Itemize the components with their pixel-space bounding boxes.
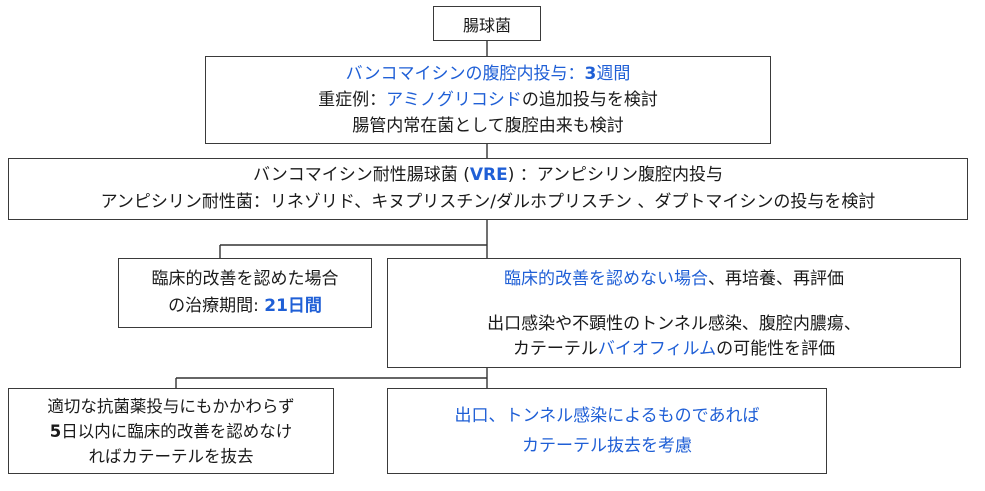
treatment-period-value: 21日間 [264, 296, 322, 316]
severe-case-action: の追加投与を検討 [521, 90, 658, 110]
vanco-duration: 3 [584, 64, 597, 84]
vanco-duration-unit: 週間 [596, 64, 631, 84]
catheter-removal-box: 適切な抗菌薬投与にもかかわらず 5日以内に臨床的改善を認めなけ ればカテーテルを… [8, 388, 334, 474]
noimprove-line-3: カテーテルバイオフィルムの可能性を評価 [513, 337, 835, 362]
five-days-number: 5 [49, 421, 62, 441]
vre-line-1-pre: バンコマイシン耐性腸球菌 ( [252, 165, 470, 185]
vanco-line-1: バンコマイシンの腹腔内投与：3週間 [346, 61, 631, 87]
vanco-line-2: 重症例：アミノグリコシドの追加投与を検討 [318, 87, 658, 113]
no-improvement-box: 臨床的改善を認めない場合、再培養、再評価 出口感染や不顕性のトンネル感染、腹腔内… [387, 258, 961, 368]
reculture-text: 、再培養、再評価 [708, 269, 844, 289]
noimprove-line-1: 臨床的改善を認めない場合、再培養、再評価 [504, 267, 844, 292]
vre-line-2: アンピシリン耐性菌：リネゾリド、キヌプリスチン/ダルホプリスチン 、ダプトマイシ… [100, 192, 876, 212]
remove-line-3: ればカテーテルを抜去 [88, 446, 254, 466]
vanco-drug-text: バンコマイシンの腹腔内投与： [345, 64, 585, 84]
enterococcus-box: 腸球菌 [433, 6, 541, 41]
improve-line-2: の治療期間: 21日間 [168, 293, 322, 320]
improve-line-1: 臨床的改善を認めた場合 [151, 269, 339, 289]
catheter-text: カテーテル [512, 339, 598, 359]
exit-line-2: カテーテル抜去を考慮 [522, 436, 692, 456]
evaluate-text: の可能性を評価 [716, 339, 836, 359]
enterococcus-title: 腸球菌 [462, 15, 511, 35]
vanco-line-3: 腸管内常在菌として腹腔由来も検討 [352, 116, 624, 136]
aminoglycoside-text: アミノグリコシド [386, 90, 522, 110]
vre-line-1: バンコマイシン耐性腸球菌 (VRE) ：アンピシリン腹腔内投与 [253, 162, 723, 189]
treatment-period-label: の治療期間: [168, 296, 265, 316]
remove-line-2: 5日以内に臨床的改善を認めなけ [50, 419, 292, 444]
remove-line-1: 適切な抗菌薬投与にもかかわらず [47, 396, 295, 416]
vre-line-1-post: ) ：アンピシリン腹腔内投与 [507, 165, 724, 185]
clinical-improvement-box: 臨床的改善を認めた場合 の治療期間: 21日間 [118, 258, 372, 328]
vre-abbr: VRE [469, 165, 508, 185]
vancomycin-box: バンコマイシンの腹腔内投与：3週間 重症例：アミノグリコシドの追加投与を検討 腸… [205, 56, 771, 144]
exit-line-1: 出口、トンネル感染によるものであれば [454, 406, 760, 426]
remove-line-2-text: 日以内に臨床的改善を認めなけ [61, 421, 293, 441]
exit-tunnel-infection-box: 出口、トンネル感染によるものであれば カテーテル抜去を考慮 [387, 388, 827, 474]
noimprove-line-2: 出口感染や不顕性のトンネル感染、腹腔内膿瘍、 [487, 314, 861, 334]
vre-box: バンコマイシン耐性腸球菌 (VRE) ：アンピシリン腹腔内投与 アンピシリン耐性… [8, 158, 968, 220]
severe-case-label: 重症例： [318, 90, 387, 110]
no-improvement-text: 臨床的改善を認めない場合 [504, 269, 708, 289]
biofilm-text: バイオフィルム [597, 339, 717, 359]
